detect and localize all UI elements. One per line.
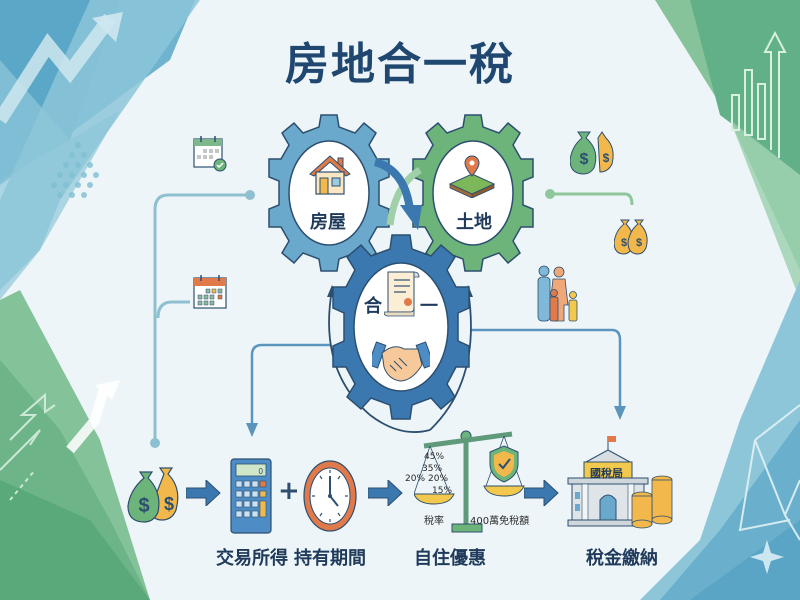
svg-text:$: $ [580,151,589,168]
combined-right-char: 一 [420,296,438,317]
exemption-caption: 400萬免稅額 [470,516,530,527]
tax-bureau-sign: 國稅局 [590,467,623,480]
tax-rate-caption: 稅率 [424,516,444,527]
step-label-income: 交易所得 [216,548,288,569]
calendar-check-icon [193,136,227,172]
house-gear-label: 房屋 [310,212,346,233]
document-scroll-icon [384,271,420,317]
combined-gear [332,234,470,420]
calculator-icon: 0 [230,458,272,534]
flow-arrow-1 [186,480,221,506]
flow-arrow-2 [368,480,403,506]
money-bags-green-icon: $ $ [570,131,614,175]
flow-arrow-3 [524,480,559,506]
svg-text:$: $ [621,237,627,249]
money-bags-icon: $ $ [127,467,179,523]
rate-20-left: 20% [405,474,426,484]
calculator-display: 0 [259,467,264,476]
rate-45: 45% [424,452,445,462]
step-label-payment: 稅金繳納 [586,548,658,569]
calendar-icon [193,275,227,309]
house-icon [309,155,351,195]
step-label-self-use: 自住優惠 [414,548,486,569]
money-bags-gold-icon: $ $ [614,219,648,255]
scale-icon [414,430,525,533]
rate-20-inner: 20% [428,474,449,484]
tax-bureau-building-icon [567,436,673,529]
rate-15: 15% [432,486,453,496]
svg-text:$: $ [603,151,610,165]
svg-text:$: $ [138,495,149,517]
combined-left-char: 合 [364,296,382,317]
svg-text:$: $ [636,237,642,249]
step-label-holding: 持有期間 [294,548,366,569]
clock-icon [303,460,357,532]
handshake-icon [372,341,430,382]
page-title: 房地合一稅 [285,39,515,90]
land-gear-label: 土地 [456,212,492,233]
land-plot-icon [448,155,496,198]
family-icon [537,265,578,322]
plus-operator: + [278,476,300,506]
svg-text:$: $ [164,494,174,514]
rate-35: 35% [422,464,443,474]
